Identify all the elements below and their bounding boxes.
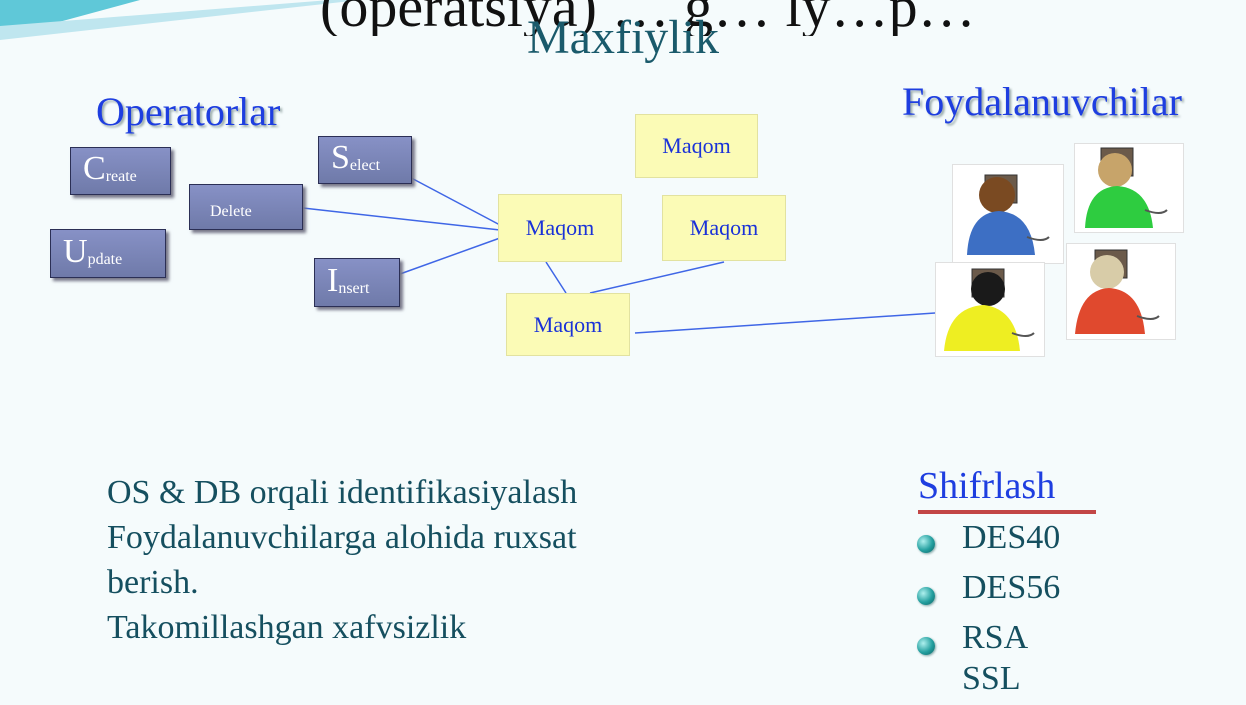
bullet-icon [917,637,935,655]
users-heading: Foydalanuvchilar [902,79,1182,124]
features-list: OS & DB orqali identifikasiyalash Foydal… [107,470,577,650]
select-initial: S [331,139,350,176]
user-avatar-blue [952,164,1064,264]
create-rest: reate [105,167,137,185]
insert-rest: nsert [338,279,370,297]
user-avatar-red [1066,243,1176,340]
role-box: Maqom [506,293,630,356]
feature-line: berish. [107,564,199,601]
role-box: Maqom [498,194,622,262]
clipped-previous-text: (operatsiya) … g… ly…p… [320,0,976,36]
bullet-icon [917,535,935,553]
encryption-item: DES40 [962,519,1061,556]
encryption-item: SSL [962,660,1021,697]
select-rest: elect [349,156,381,174]
user-avatar-green [1074,143,1184,233]
corner-accent-graphic [0,0,360,40]
role-box: Maqom [635,114,758,178]
create-initial: C [83,150,106,187]
update-initial: U [63,233,88,270]
encryption-item: RSA [962,619,1029,656]
page-title: Maxfiylik [527,11,719,64]
update-rest: pdate [87,250,123,268]
delete-operator-box: Delete [189,184,303,230]
bullet-icon [917,587,935,605]
encryption-heading: Shifrlash [918,465,1056,507]
operators-heading: Operatorlar [96,89,281,134]
insert-initial: I [327,262,339,299]
delete-rest: Delete [210,202,252,220]
role-box: Maqom [662,195,786,261]
user-avatar-yellow [935,262,1045,357]
feature-line: Foydalanuvchilarga alohida ruxsat [107,519,577,556]
encryption-item: DES56 [962,569,1061,606]
feature-line: Takomillashgan xafvsizlik [107,609,467,646]
feature-line: OS & DB orqali identifikasiyalash [107,474,578,511]
heading-underline [918,510,1096,514]
